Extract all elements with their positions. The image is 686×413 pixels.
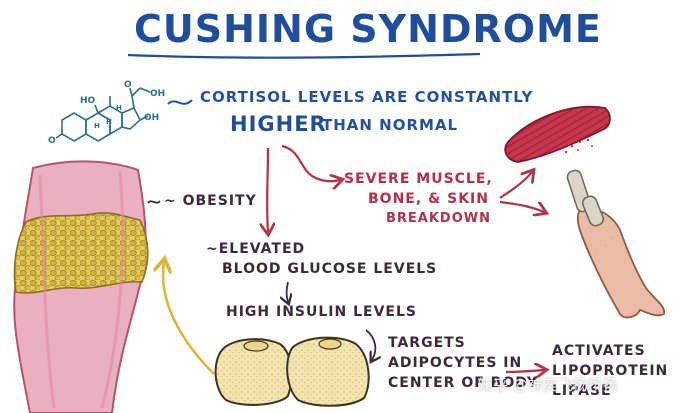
arrow-cortisol-to-breakdown — [281, 144, 340, 181]
targets-line1: Targets — [388, 335, 466, 351]
svg-text:H: H — [94, 122, 100, 130]
svg-text:O: O — [124, 80, 132, 90]
page-title: Cushing Syndrome — [134, 7, 602, 51]
glucose-line2: blood glucose levels — [222, 261, 438, 277]
arm-bone-illustration — [566, 169, 666, 319]
arrow-glucose-to-insulin — [287, 281, 289, 302]
fat-layer — [13, 212, 149, 294]
svg-text:OH: OH — [144, 113, 159, 123]
insulin-label: High insulin levels — [226, 304, 417, 320]
arrow-breakdown-to-bone — [499, 200, 544, 212]
molecule-labels: HO OH O O H H H OH — [48, 80, 165, 146]
arrow-cortisol-to-glucose — [267, 147, 268, 232]
breakdown-line3: breakdown — [386, 211, 491, 226]
arrow-breakdown-to-muscle — [499, 172, 532, 199]
breakdown-line1: Severe muscle, — [344, 171, 493, 187]
svg-text:O: O — [48, 136, 56, 146]
watermark: 知乎 @神奕飞扬扬扬 — [478, 376, 618, 394]
targets-line2: adipocytes in — [388, 355, 523, 371]
arrow-insulin-to-targets — [365, 329, 375, 360]
obesity-leg-illustration — [13, 160, 149, 413]
targets-line3: center of body — [388, 375, 538, 391]
activates-line1: Activates — [552, 343, 646, 359]
obesity-label: ~ Obesity — [164, 193, 257, 209]
cortisol-text-line1: Cortisol levels are constantly — [200, 88, 534, 106]
activates-line3: lipase — [552, 383, 612, 399]
svg-text:HO: HO — [80, 96, 96, 106]
svg-text:H: H — [116, 104, 122, 112]
muscle-illustration — [504, 105, 611, 163]
activates-line2: lipoprotein — [552, 363, 669, 379]
svg-text:OH: OH — [150, 89, 165, 99]
cortisol-higher: Higher — [230, 112, 327, 136]
cortisol-text-line2: than normal — [322, 116, 459, 134]
title-underline — [127, 52, 481, 59]
breakdown-line2: bone, & skin — [368, 191, 489, 207]
arrow-cells-to-fat — [163, 262, 215, 375]
arrow-targets-to-activates — [505, 370, 544, 372]
glucose-line1: ~Elevated — [206, 241, 306, 257]
adipocyte-cells — [214, 336, 370, 407]
cortisol-molecule-icon — [55, 87, 151, 142]
svg-text:H: H — [106, 118, 112, 126]
